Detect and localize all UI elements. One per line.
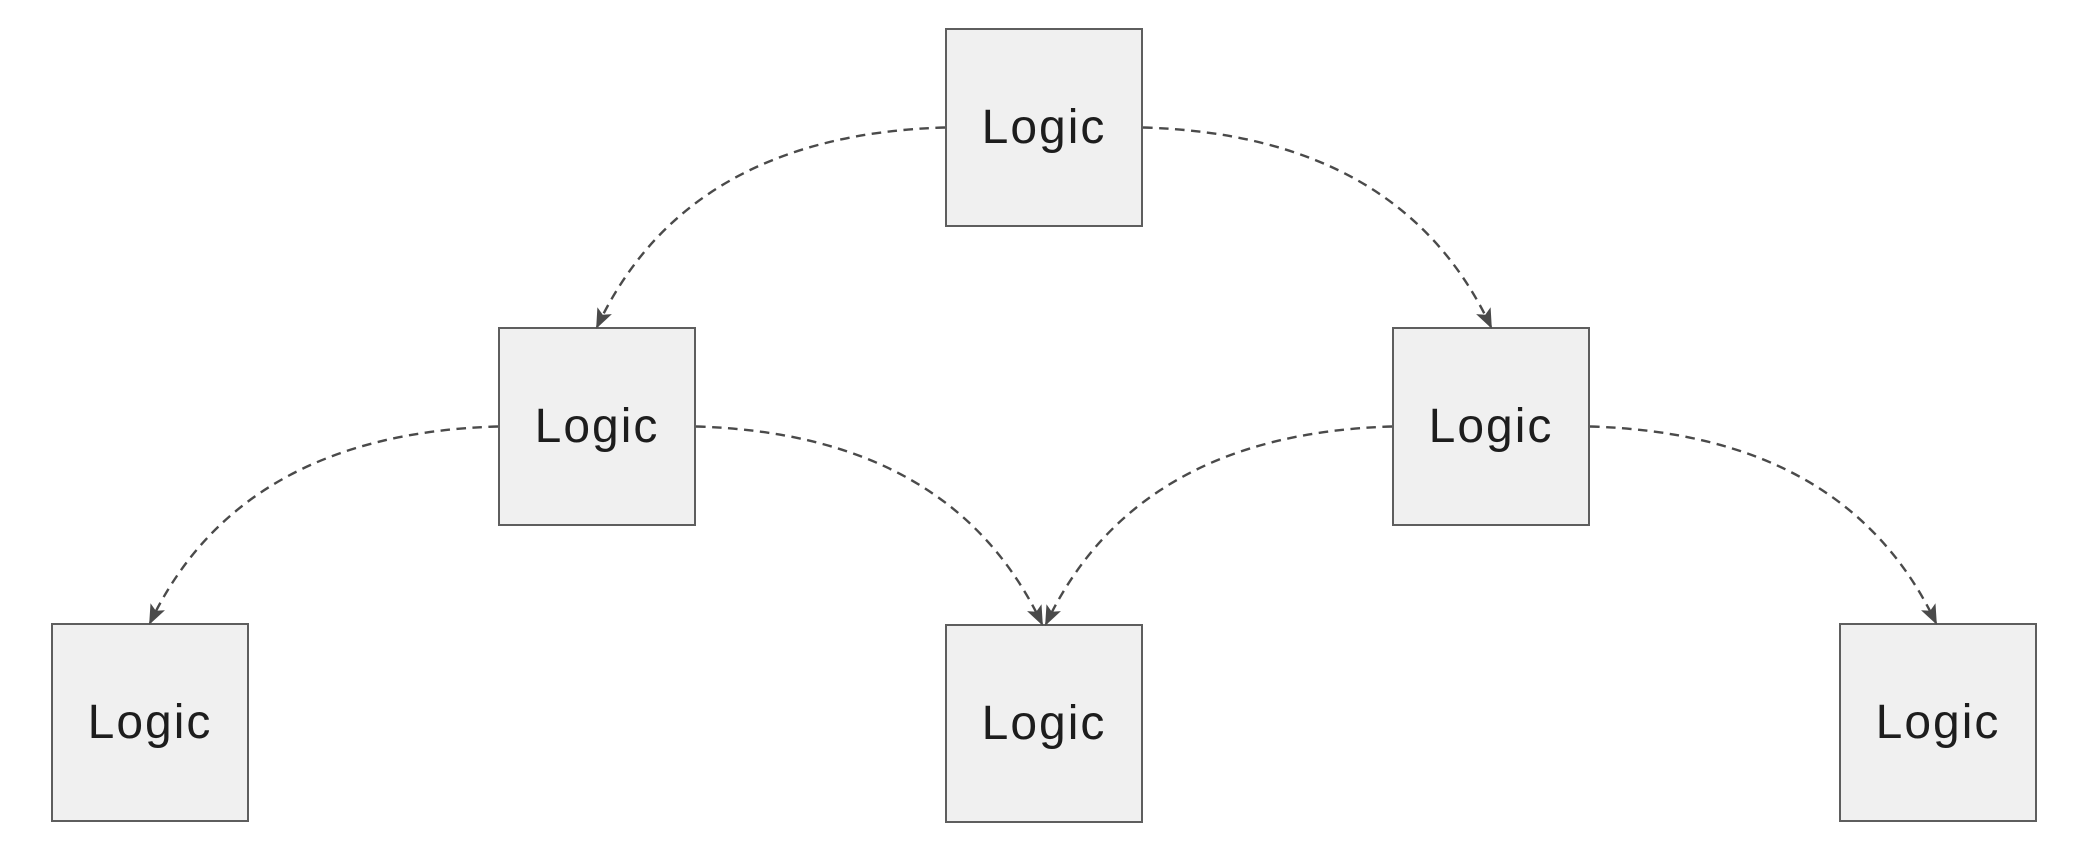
edge-left-to-left-leaf[interactable] bbox=[148, 425, 499, 625]
edge-root-to-left[interactable] bbox=[595, 126, 946, 329]
node-label: Logic bbox=[534, 399, 660, 453]
node-label: Logic bbox=[1875, 695, 2001, 749]
node-label: Logic bbox=[1428, 399, 1554, 453]
node-label: Logic bbox=[981, 100, 1107, 154]
diagram-node-root[interactable]: Logic bbox=[945, 28, 1143, 227]
diagram-node-middle-right[interactable]: Logic bbox=[1392, 327, 1590, 526]
diagram-node-bottom-left[interactable]: Logic bbox=[51, 623, 249, 822]
edge-root-to-right[interactable] bbox=[1142, 126, 1493, 329]
edge-right-to-right-leaf[interactable] bbox=[1589, 425, 1938, 625]
node-label: Logic bbox=[87, 695, 213, 749]
node-label: Logic bbox=[981, 696, 1107, 750]
diagram-node-bottom-center[interactable]: Logic bbox=[945, 624, 1143, 823]
diagram-node-middle-left[interactable]: Logic bbox=[498, 327, 696, 526]
edge-left-to-center-leaf[interactable] bbox=[695, 425, 1044, 626]
diagram-node-bottom-right[interactable]: Logic bbox=[1839, 623, 2037, 822]
edge-right-to-center-leaf[interactable] bbox=[1044, 425, 1393, 626]
